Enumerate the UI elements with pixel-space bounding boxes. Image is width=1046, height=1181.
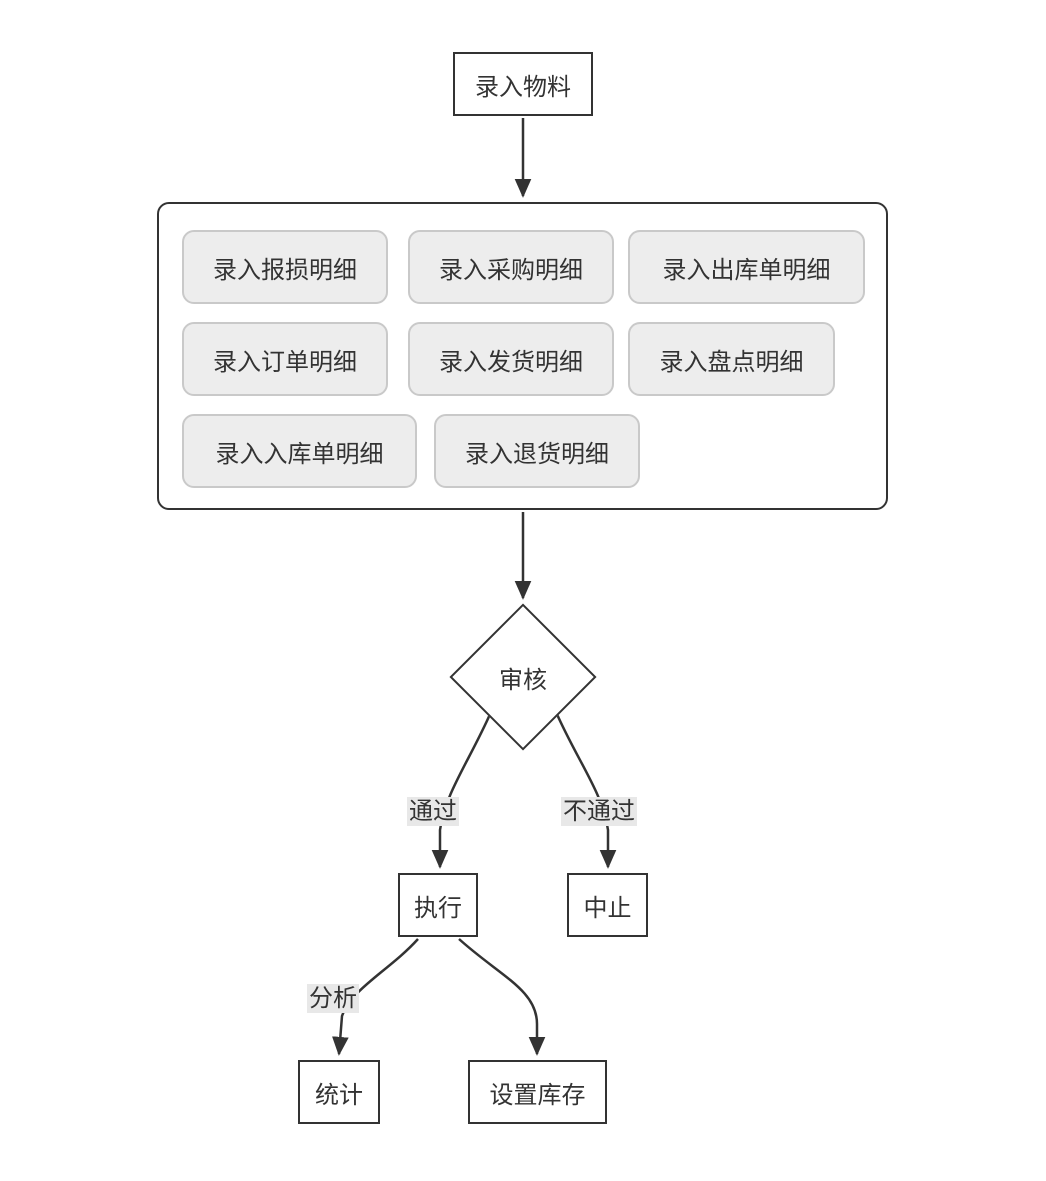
node-enter-material: 录入物料 bbox=[453, 52, 593, 116]
edge-review-to-execute bbox=[431, 711, 493, 869]
node-enter-inbound-order-detail: 录入入库单明细 bbox=[182, 414, 417, 488]
node-enter-return-detail: 录入退货明细 bbox=[434, 414, 640, 488]
decision-review-label: 审核 bbox=[499, 666, 547, 694]
edge-label-analyze: 分析 bbox=[307, 984, 359, 1013]
node-enter-stocktake-detail: 录入盘点明细 bbox=[628, 322, 835, 396]
node-statistics: 统计 bbox=[298, 1060, 380, 1124]
edge-execute-to-setinv bbox=[458, 938, 546, 1056]
edge-execute-to-stats bbox=[332, 938, 419, 1056]
node-set-inventory: 设置库存 bbox=[468, 1060, 607, 1124]
node-enter-purchase-detail: 录入采购明细 bbox=[408, 230, 614, 304]
node-enter-damage-detail: 录入报损明细 bbox=[182, 230, 388, 304]
node-enter-shipment-detail: 录入发货明细 bbox=[408, 322, 614, 396]
edge-label-fail: 不通过 bbox=[561, 797, 637, 826]
node-enter-order-detail: 录入订单明细 bbox=[182, 322, 388, 396]
node-abort: 中止 bbox=[567, 873, 648, 937]
edge-label-pass: 通过 bbox=[407, 797, 459, 826]
node-enter-outbound-order-detail: 录入出库单明细 bbox=[628, 230, 865, 304]
node-execute: 执行 bbox=[398, 873, 478, 937]
edge-review-to-abort bbox=[554, 711, 617, 869]
